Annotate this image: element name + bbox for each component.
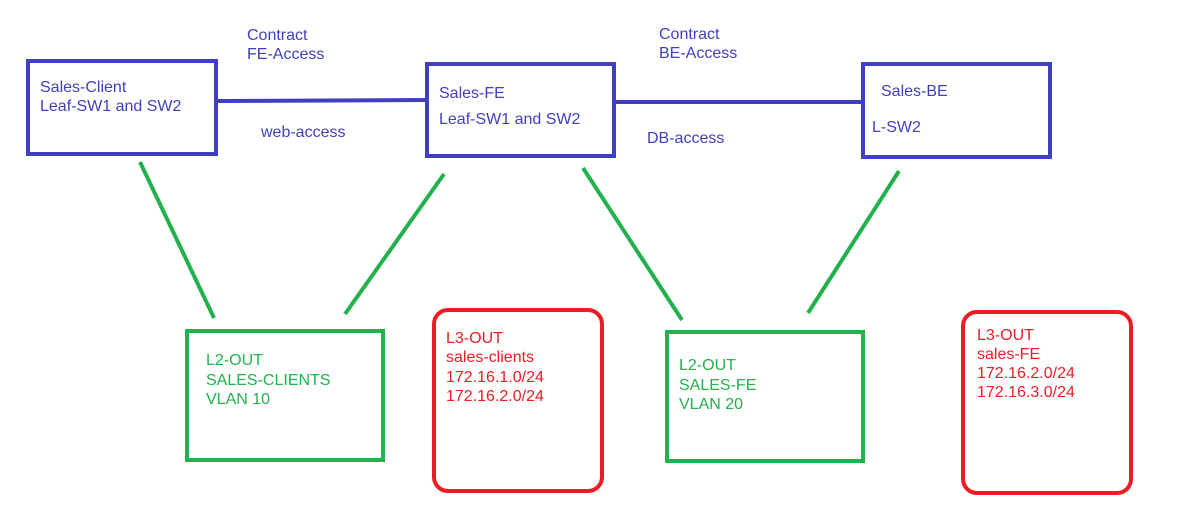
l2out-sales-clients-type: L2-OUT	[206, 352, 263, 369]
contract-be-access-title: Contract	[659, 26, 720, 43]
l3out-sales-clients[interactable]: L3-OUT sales-clients 172.16.1.0/24 172.1…	[432, 308, 604, 493]
link-be-to-l2out-fe	[806, 169, 901, 315]
epg-sales-fe-location: Leaf-SW1 and SW2	[439, 111, 581, 128]
contract-fe-access-subject: web-access	[260, 124, 345, 141]
l3out-sales-clients-subnet-2: 172.16.2.0/24	[446, 388, 544, 405]
l3out-sales-clients-box	[432, 308, 604, 493]
link-fe-to-l2out-fe	[581, 166, 684, 322]
l2out-sales-fe[interactable]: L2-OUT SALES-FE VLAN 20	[665, 330, 865, 463]
l3out-sales-fe-name: sales-FE	[977, 346, 1040, 363]
l2out-sales-clients[interactable]: L2-OUT SALES-CLIENTS VLAN 10	[185, 329, 385, 462]
link-fe-to-l2out-clients	[343, 172, 446, 316]
contract-fe-access-name: FE-Access	[247, 46, 324, 63]
epg-sales-client[interactable]: Sales-Client Leaf-SW1 and SW2	[26, 59, 218, 156]
contract-be-access: Contract BE-Access DB-access	[647, 26, 737, 147]
l2out-sales-fe-box	[665, 330, 865, 463]
l3out-sales-clients-type: L3-OUT	[446, 330, 503, 347]
epg-sales-client-location: Leaf-SW1 and SW2	[40, 98, 182, 115]
contract-line-fe-access	[215, 98, 429, 103]
epg-sales-be[interactable]: Sales-BE L-SW2	[861, 62, 1052, 159]
l3out-sales-fe-box	[961, 310, 1133, 495]
epg-sales-be-location: L-SW2	[872, 119, 921, 136]
l3out-sales-fe[interactable]: L3-OUT sales-FE 172.16.2.0/24 172.16.3.0…	[961, 310, 1133, 495]
contract-fe-access: Contract FE-Access web-access	[247, 27, 345, 141]
link-client-to-l2out-clients	[138, 161, 216, 319]
l2out-sales-fe-vlan: VLAN 20	[679, 396, 743, 413]
l2out-sales-clients-name: SALES-CLIENTS	[206, 372, 330, 389]
epg-sales-fe-box	[425, 62, 616, 158]
l2out-sales-fe-type: L2-OUT	[679, 357, 736, 374]
epg-sales-be-box	[861, 62, 1052, 159]
epg-sales-be-name: Sales-BE	[881, 83, 948, 100]
contract-be-access-subject: DB-access	[647, 130, 724, 147]
l3out-sales-fe-subnet-2: 172.16.3.0/24	[977, 384, 1075, 401]
l2out-sales-clients-box	[185, 329, 385, 462]
l3out-sales-clients-subnet-1: 172.16.1.0/24	[446, 369, 544, 386]
l3out-sales-fe-type: L3-OUT	[977, 327, 1034, 344]
l3out-sales-fe-subnet-1: 172.16.2.0/24	[977, 365, 1075, 382]
l3out-sales-clients-name: sales-clients	[446, 349, 534, 366]
epg-sales-fe-name: Sales-FE	[439, 85, 505, 102]
l2out-sales-fe-name: SALES-FE	[679, 377, 756, 394]
epg-sales-fe[interactable]: Sales-FE Leaf-SW1 and SW2	[425, 62, 616, 158]
epg-sales-client-box	[26, 59, 218, 156]
contract-be-access-name: BE-Access	[659, 45, 737, 62]
contract-fe-access-title: Contract	[247, 27, 308, 44]
l2out-sales-clients-vlan: VLAN 10	[206, 391, 270, 408]
epg-sales-client-name: Sales-Client	[40, 79, 127, 96]
